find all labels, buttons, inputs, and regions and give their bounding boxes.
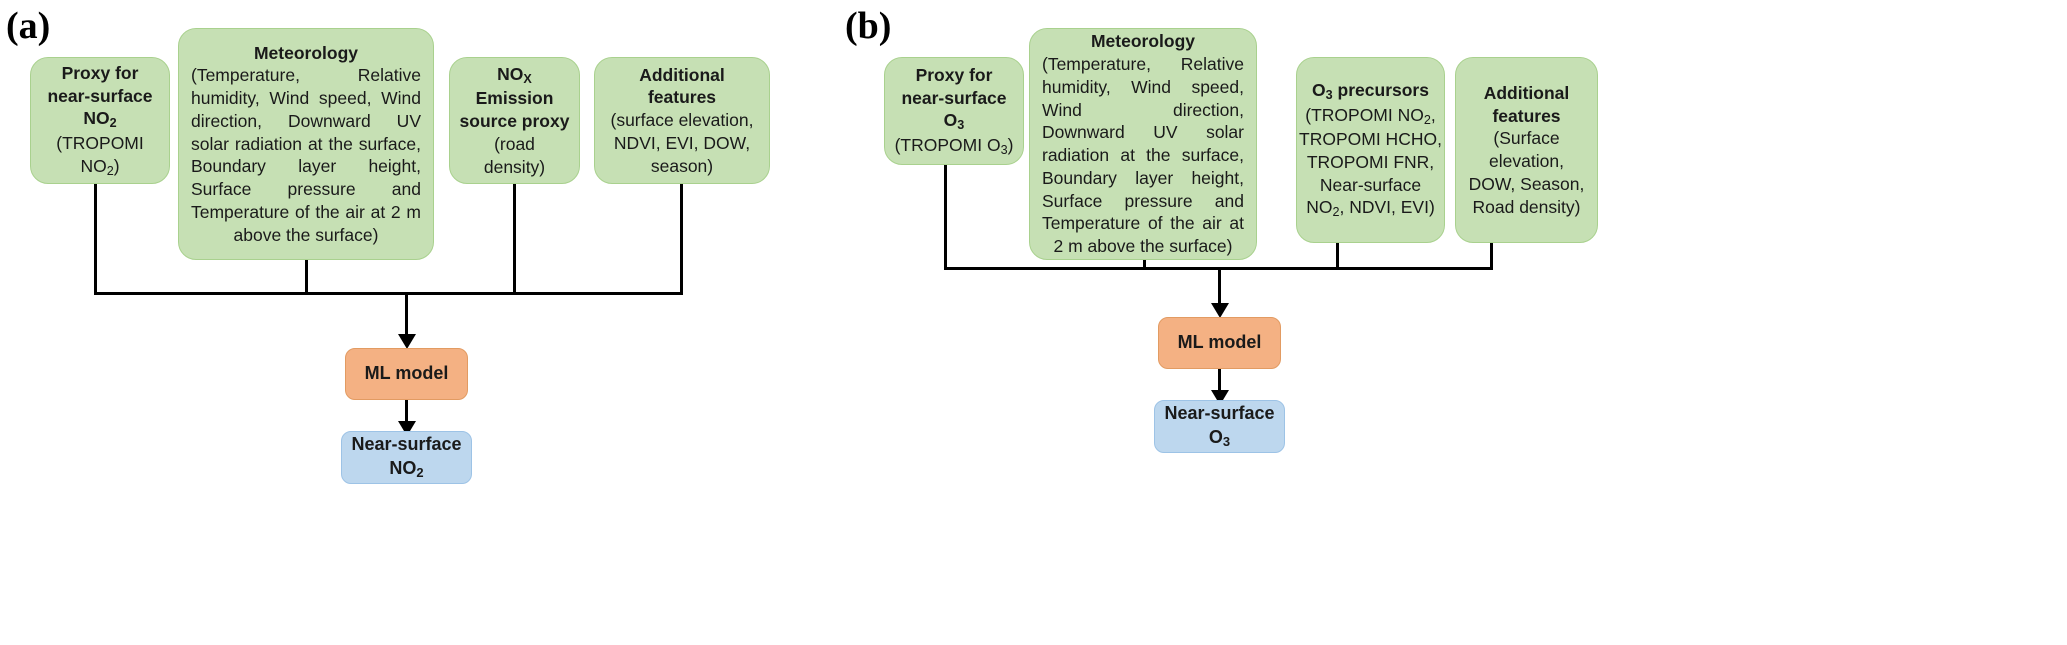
proxy-sub-line2: NO2) (80, 155, 120, 178)
emission-title-line3: source proxy (459, 111, 570, 131)
additional-b-sub-line3: DOW, Season, (1468, 173, 1585, 194)
precursors-sub-line4: Near-surface (1319, 174, 1422, 195)
output-b-line1: Near-surface (1164, 403, 1275, 424)
precursors-sub-line5: NO2, NDVI, EVI) (1306, 197, 1435, 220)
ml-model-a-label: ML model (364, 363, 449, 384)
arrow-bus-to-model-b (1211, 303, 1229, 318)
ml-model-b-label: ML model (1177, 332, 1262, 353)
additional-a-title-line2: features (647, 87, 717, 108)
additional-a-sub-line3: season) (650, 155, 714, 176)
connector-drop-precursors-b (1336, 243, 1339, 269)
connector-bus-a (94, 292, 683, 295)
meteorology-b-title: Meteorology (1090, 31, 1196, 52)
box-nox-emission-source-proxy: NOX Emission source proxy (road density) (449, 57, 580, 184)
meteorology-b-text: Meteorology(Temperature, Relative humidi… (1030, 30, 1256, 258)
additional-b-sub-line2: elevation, (1489, 151, 1564, 171)
additional-b-title-line2: features (1492, 105, 1561, 126)
box-ml-model-b: ML model (1158, 317, 1281, 369)
box-additional-features-a: Additional features (surface elevation, … (594, 57, 770, 184)
precursors-sub-line1: (TROPOMI NO2, (1305, 104, 1436, 127)
connector-drop-proxy-a (94, 184, 97, 294)
emission-title-line2: Emission (475, 88, 554, 109)
additional-b-sub-line1: (Surface (1493, 128, 1560, 149)
connector-drop-additional-b (1490, 243, 1493, 269)
proxy-title-line2: near-surface (47, 85, 153, 106)
meteorology-a-text: Meteorology(Temperature, Relative humidi… (179, 42, 433, 247)
box-output-near-surface-o3: Near-surface O3 (1154, 400, 1285, 453)
additional-a-title-line1: Additional (639, 64, 725, 85)
meteorology-a-title: Meteorology (253, 42, 359, 63)
meteorology-a-body: (Temperature, Relative humidity, Wind sp… (191, 65, 421, 245)
output-a-line1: Near-surface (351, 434, 462, 455)
connector-drop-emission-a (513, 184, 516, 294)
additional-b-title-line1: Additional (1483, 82, 1570, 103)
box-meteorology-b: Meteorology(Temperature, Relative humidi… (1029, 28, 1257, 260)
connector-drop-proxy-b (944, 165, 947, 269)
proxy-b-title-line1: Proxy for (915, 64, 993, 85)
connector-drop-meteorology-a (305, 260, 308, 294)
box-ml-model-a: ML model (345, 348, 468, 400)
proxy-sub-line1: (TROPOMI (56, 132, 144, 153)
box-meteorology-a: Meteorology(Temperature, Relative humidi… (178, 28, 434, 260)
connector-bus-to-model-b (1218, 267, 1221, 311)
box-output-near-surface-no2: Near-surface NO2 (341, 431, 472, 484)
additional-b-sub-line4: Road density) (1472, 196, 1581, 217)
connector-drop-meteorology-b (1143, 260, 1146, 269)
box-proxy-near-surface-no2: Proxy for near-surface NO2 (TROPOMI NO2) (30, 57, 170, 184)
emission-title-line1: NOX (497, 63, 532, 86)
emission-sub-line1: (road (494, 133, 535, 154)
box-o3-precursors: O3 precursors (TROPOMI NO2, TROPOMI HCHO… (1296, 57, 1445, 243)
box-proxy-near-surface-o3: Proxy for near-surface O3 (TROPOMI O3) (884, 57, 1024, 165)
connector-model-to-output-a (405, 400, 408, 427)
precursors-sub-line3: TROPOMI FNR, (1306, 151, 1435, 172)
additional-a-sub-line2: NDVI, EVI, DOW, (613, 132, 751, 153)
additional-a-sub-line1: (surface elevation, (610, 110, 754, 131)
panel-label-a: (a) (6, 5, 51, 47)
output-a-line2: NO2 (389, 457, 424, 480)
emission-sub-line2: density) (483, 156, 546, 177)
precursors-sub-line2: TROPOMI HCHO, (1299, 129, 1442, 150)
connector-model-to-output-b (1218, 369, 1221, 396)
connector-bus-to-model-a (405, 292, 408, 342)
proxy-b-title-line2: near-surface (901, 87, 1007, 108)
connector-drop-additional-a (680, 184, 683, 294)
panel-label-b: (b) (845, 5, 892, 47)
proxy-b-sub-line1: (TROPOMI O3) (894, 134, 1014, 157)
box-additional-features-b: Additional features (Surface elevation, … (1455, 57, 1598, 243)
proxy-b-title-line3: O3 (943, 110, 965, 133)
meteorology-b-body: (Temperature, Relative humidity, Wind sp… (1042, 54, 1244, 256)
proxy-title-line1: Proxy for (61, 62, 139, 83)
output-b-line2: O3 (1208, 426, 1231, 449)
proxy-title-line3: NO2 (83, 108, 117, 131)
precursors-title: O3 precursors (1312, 80, 1429, 103)
arrow-bus-to-model-a (398, 334, 416, 349)
